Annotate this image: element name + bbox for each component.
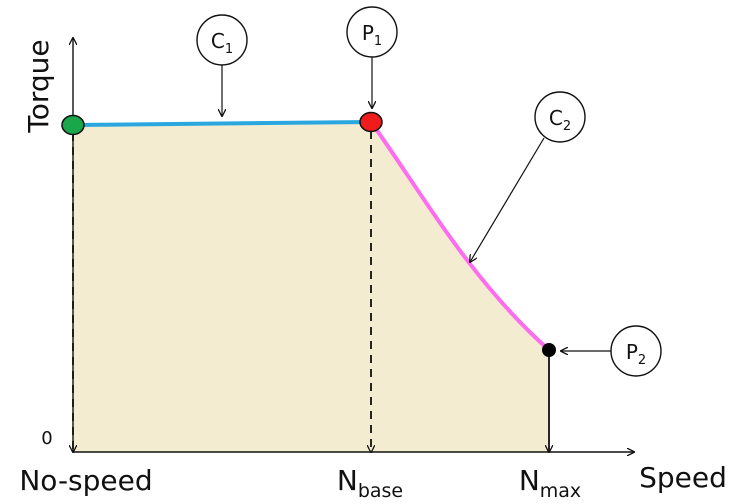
start-point — [61, 114, 85, 136]
callout-c2: C2 — [470, 91, 586, 262]
svg-text:C1: C1 — [211, 29, 233, 57]
svg-text:C2: C2 — [549, 106, 571, 134]
svg-text:P2: P2 — [626, 340, 646, 368]
max-point — [542, 343, 556, 357]
origin-label: 0 — [41, 428, 52, 449]
base-speed-label: Nbase — [337, 464, 403, 502]
x-axis-label: Speed — [639, 461, 727, 494]
constant-power-curve — [369, 120, 551, 352]
svg-text:P1: P1 — [362, 21, 382, 49]
callout-c1: C1 — [196, 14, 248, 116]
constant-torque-curve — [72, 120, 372, 127]
callout-p2: P2 — [561, 325, 662, 377]
operating-region — [73, 122, 549, 452]
no-speed-label: No-speed — [19, 464, 152, 497]
callout-p1: P1 — [346, 6, 398, 108]
max-speed-label: Nmax — [519, 464, 581, 502]
base-point — [359, 111, 383, 133]
y-axis-label: Torque — [22, 39, 55, 133]
